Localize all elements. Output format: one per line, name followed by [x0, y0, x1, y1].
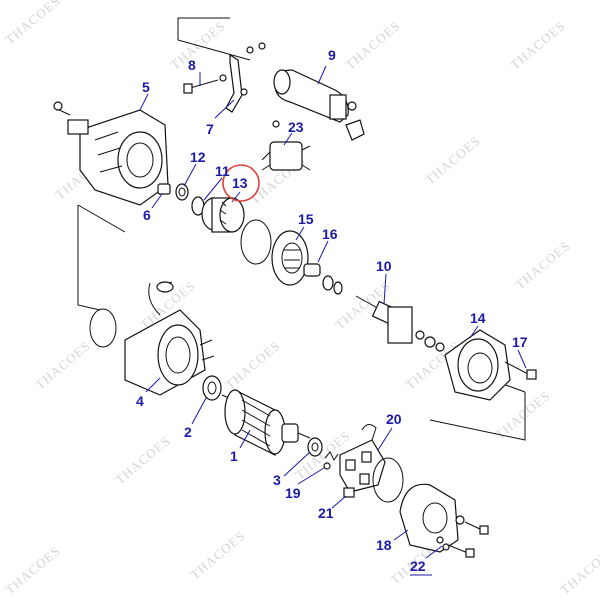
watermark: THACOES — [507, 18, 568, 73]
label-part-18[interactable]: 18 — [376, 537, 392, 553]
label-part-21[interactable]: 21 — [318, 505, 334, 521]
label-part-10[interactable]: 10 — [376, 258, 392, 274]
watermark: THACOES — [2, 0, 63, 47]
part-22-through-bolt[interactable] — [447, 544, 475, 558]
part-16-bushing[interactable] — [303, 263, 343, 295]
o-ring[interactable] — [89, 308, 117, 348]
label-part-1[interactable]: 1 — [230, 448, 238, 464]
label-part-16[interactable]: 16 — [322, 226, 338, 242]
label-part-23[interactable]: 23 — [288, 119, 304, 135]
part-9-solenoid-switch[interactable] — [273, 69, 365, 141]
watermark: THACOES — [342, 18, 403, 73]
watermark: THACOES — [512, 238, 573, 293]
part-19-spring[interactable] — [323, 451, 339, 470]
part-20-brush-holder[interactable] — [339, 424, 386, 493]
label-part-17[interactable]: 17 — [512, 334, 528, 350]
label-part-13[interactable]: 13 — [232, 175, 248, 191]
label-part-20[interactable]: 20 — [386, 411, 402, 427]
part-14-gear-housing[interactable] — [444, 329, 511, 401]
part-7-shift-lever[interactable] — [225, 42, 266, 113]
leader-lines — [139, 65, 527, 559]
watermark: THACOES — [422, 133, 483, 188]
watermark: THACOES — [492, 388, 553, 443]
part-3-bearing[interactable] — [307, 437, 323, 457]
part-labels: 5 8 7 9 23 12 11 13 6 15 16 10 14 17 4 2… — [136, 47, 528, 574]
part-5-front-housing[interactable] — [53, 101, 169, 206]
label-part-8[interactable]: 8 — [188, 57, 196, 73]
label-part-11[interactable]: 11 — [215, 163, 230, 179]
label-part-7[interactable]: 7 — [206, 121, 214, 137]
part-23-magnetic-switch[interactable] — [261, 120, 311, 171]
label-part-2[interactable]: 2 — [184, 424, 192, 440]
watermark: THACOES — [222, 338, 283, 393]
watermark: THACOES — [2, 543, 63, 598]
part-1-armature[interactable] — [221, 389, 311, 456]
label-part-22[interactable]: 22 — [410, 558, 426, 574]
watermark: THACOES — [112, 433, 173, 488]
watermark: THACOES — [187, 528, 248, 583]
label-part-15[interactable]: 15 — [298, 211, 314, 227]
label-part-6[interactable]: 6 — [143, 207, 151, 223]
label-part-9[interactable]: 9 — [328, 47, 336, 63]
label-part-5[interactable]: 5 — [142, 79, 150, 95]
part-4-yoke[interactable] — [124, 281, 215, 396]
highlight-circle — [222, 164, 260, 202]
part-10-gear-shaft[interactable] — [355, 295, 445, 352]
label-part-14[interactable]: 14 — [470, 310, 486, 326]
part-13-overrunning-clutch[interactable] — [201, 197, 245, 233]
label-part-3[interactable]: 3 — [273, 472, 281, 488]
part-18-rear-cover[interactable] — [399, 483, 489, 553]
part-15-center-plate[interactable] — [271, 230, 309, 286]
watermark: THACOES — [557, 543, 600, 598]
part-17-bolt[interactable] — [504, 361, 537, 380]
label-part-19[interactable]: 19 — [285, 485, 301, 501]
part-21-brush[interactable] — [343, 487, 355, 498]
part-12-stop-ring[interactable] — [175, 183, 189, 201]
o-ring[interactable] — [240, 219, 272, 265]
part-8-bolt[interactable] — [183, 74, 227, 94]
watermark: THACOES — [32, 338, 93, 393]
part-2-bearing[interactable] — [202, 375, 222, 401]
part-6-bushing[interactable] — [157, 183, 171, 195]
label-part-4[interactable]: 4 — [136, 393, 144, 409]
label-part-12[interactable]: 12 — [190, 149, 206, 165]
o-ring[interactable] — [372, 457, 404, 503]
